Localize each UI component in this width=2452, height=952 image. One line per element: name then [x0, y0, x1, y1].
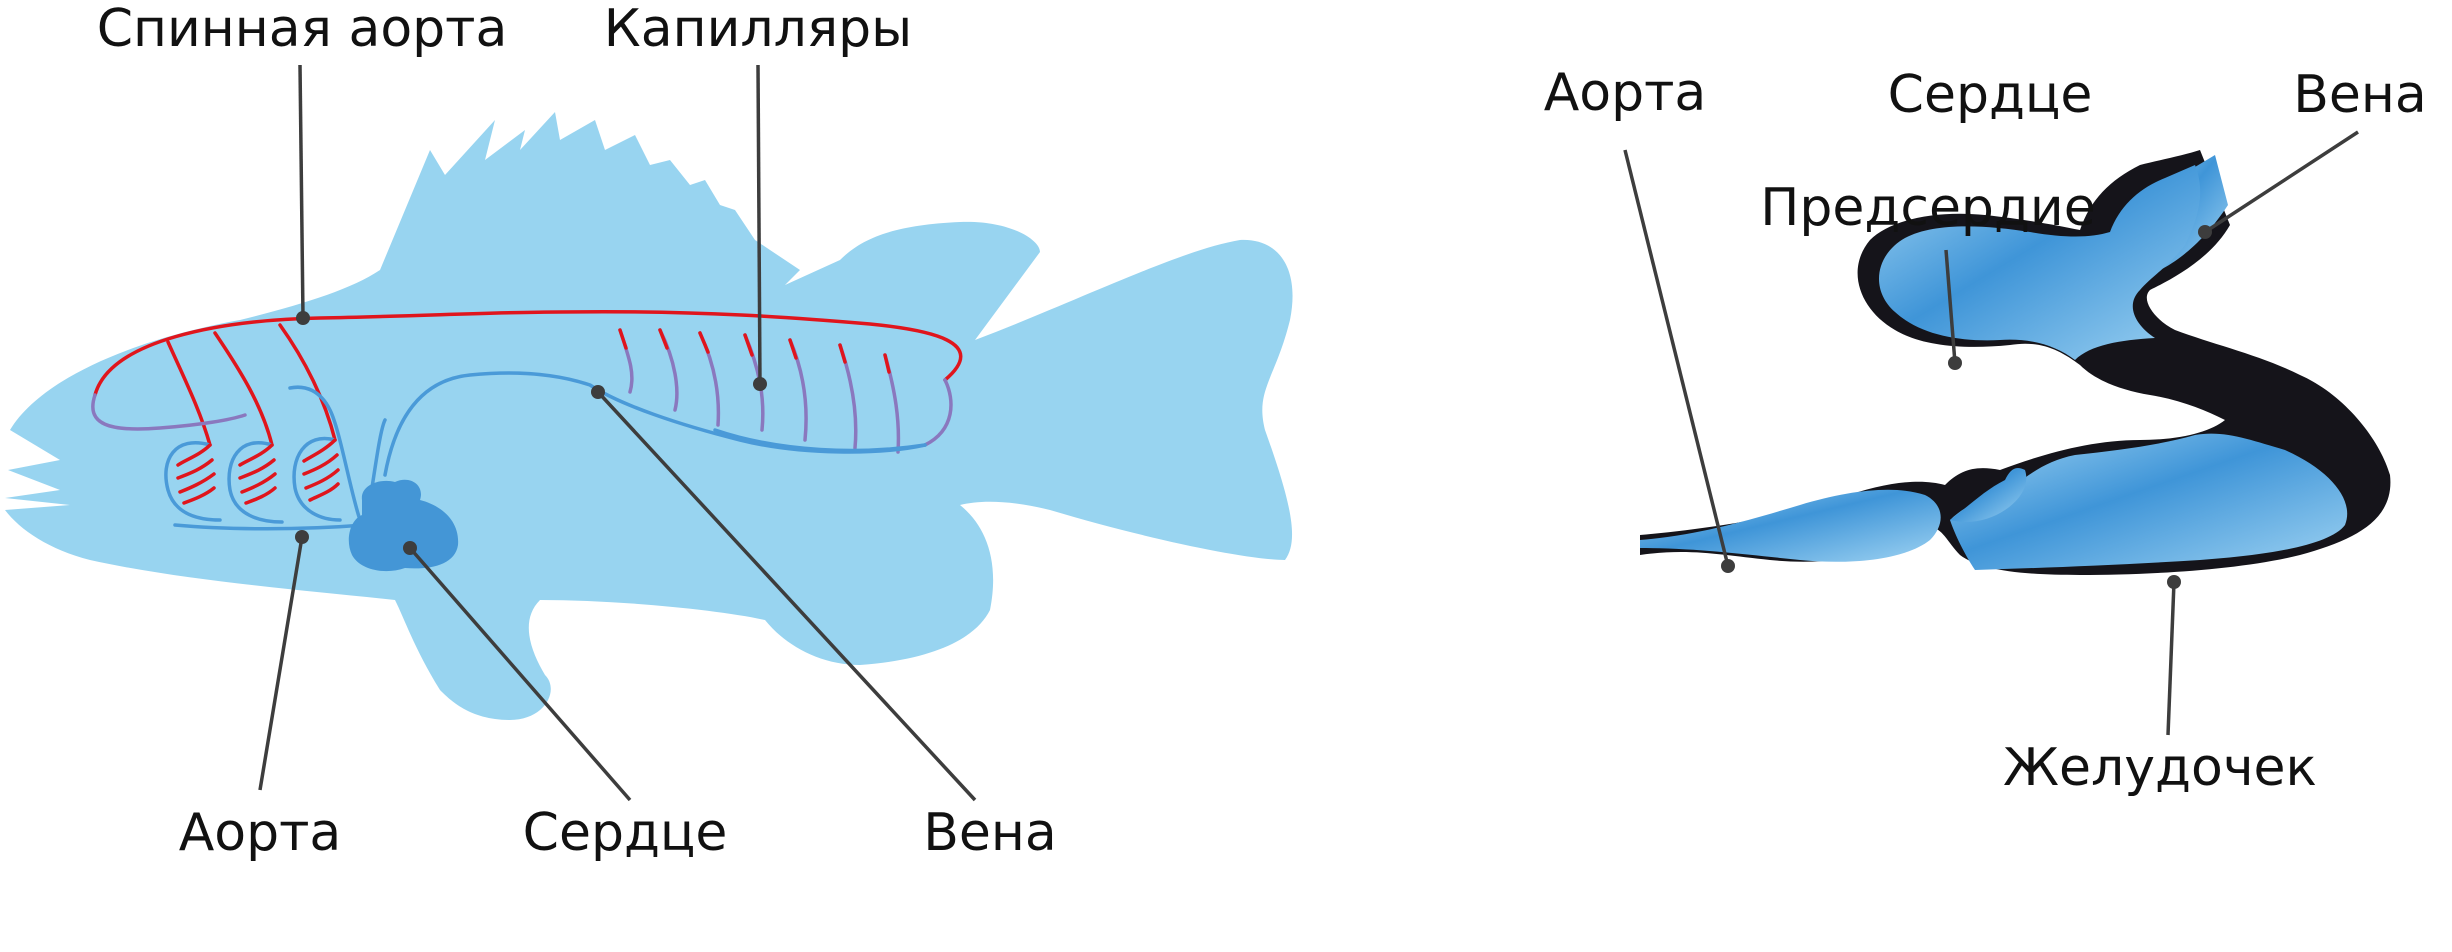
pointer-dot-heart-aorta: [1721, 559, 1735, 573]
gill-filament: [182, 486, 216, 505]
gill-filament: [176, 443, 212, 467]
gill-arch: [227, 441, 284, 524]
gill-filament: [238, 458, 276, 480]
capillary-loop: [91, 393, 247, 431]
ventral-aorta-vessel: [173, 523, 367, 531]
pointer-dot-dorsal-aorta: [296, 311, 310, 325]
capillary-arterial-end: [788, 338, 798, 360]
leader-aorta: [258, 536, 304, 791]
leader-heart: [408, 546, 632, 802]
leader-atrium: [1944, 249, 1957, 364]
label-atrium: Предсердие: [1760, 178, 2095, 238]
leader-dorsal-aorta: [298, 64, 305, 319]
fish-circulation-diagram: Спинная аорта Капилляры Аорта Сердце Вен…: [5, 0, 1293, 863]
fish-heart-detail-diagram: Аорта Сердце Вена Предсердие Желудочек: [1544, 63, 2427, 798]
capillary-arterial-end: [618, 328, 628, 350]
vein-vessel-lower: [713, 428, 927, 453]
dorsal-aorta-vessel: [93, 309, 963, 397]
gill-filament: [240, 472, 277, 494]
aorta-branch: [278, 323, 337, 442]
label-dorsal-aorta: Спинная аорта: [97, 0, 508, 59]
valve-region: [1950, 468, 2027, 522]
gill-filament: [178, 472, 216, 494]
gill-arch: [164, 441, 222, 522]
fish-silhouette: [5, 112, 1293, 720]
gill-filament: [302, 438, 337, 463]
label-heart-vein: Вена: [2293, 65, 2427, 125]
gill-arch: [292, 436, 342, 522]
label-aorta: Аорта: [179, 803, 342, 863]
capillary-arterial-end: [838, 343, 847, 364]
label-vein: Вена: [923, 803, 1057, 863]
ventral-aorta-branch: [288, 385, 362, 522]
fish-heart: [348, 479, 459, 572]
capillary-arterial-end: [658, 328, 669, 350]
gill-filament: [302, 453, 339, 476]
gill-filament: [304, 468, 340, 490]
leader-heart-vein: [2204, 130, 2359, 234]
pointer-dot-atrium: [1948, 356, 1962, 370]
fish-body: [5, 112, 1293, 720]
vein-vessel: [383, 371, 927, 477]
leader-heart-aorta: [1623, 149, 1730, 567]
label-heart: Сердце: [523, 803, 728, 863]
leader-capillaries: [756, 64, 762, 385]
pointer-dot-heart-vein: [2198, 225, 2212, 239]
gill-filament: [308, 482, 340, 502]
pointer-dot-aorta: [295, 530, 309, 544]
leader-vein: [596, 390, 977, 802]
atrium-chamber: [1878, 165, 2201, 360]
pointer-dot-heart: [403, 541, 417, 555]
label-ventricle: Желудочек: [2003, 738, 2317, 798]
aorta-branch: [166, 340, 212, 447]
capillary-arterial-end: [883, 353, 891, 374]
gill-filament: [176, 458, 214, 480]
pointer-dot-capillaries: [753, 377, 767, 391]
gill-filament: [238, 443, 274, 467]
pointer-dot-vein: [591, 385, 605, 399]
leader-ventricle: [2166, 581, 2176, 736]
capillary: [923, 378, 953, 447]
gill-filament: [244, 486, 277, 505]
capillary-arterial-end: [698, 331, 710, 354]
label-heart-aorta: Аорта: [1544, 63, 1707, 123]
ventricle-chamber: [1950, 433, 2348, 570]
pointer-dot-ventricle: [2167, 575, 2181, 589]
aorta-branch: [213, 331, 274, 447]
aorta-vessel: [1640, 489, 1941, 562]
capillary-arterial-end: [743, 333, 754, 357]
label-capillaries: Капилляры: [604, 0, 912, 59]
gills: [164, 436, 342, 524]
label-heart-heart: Сердце: [1888, 65, 2093, 125]
